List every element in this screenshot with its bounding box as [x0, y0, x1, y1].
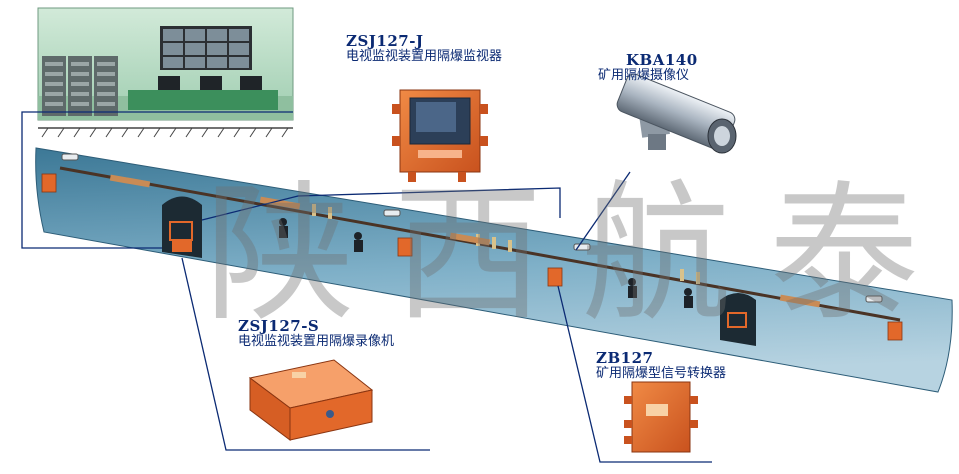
monitor-label: ZSJ127-J 电视监视装置用隔爆监视器 — [346, 32, 503, 65]
recorder-label: ZSJ127-S 电视监视装置用隔爆录像机 — [238, 317, 395, 350]
explosion-proof-recorder-icon — [248, 359, 374, 441]
mine-tunnel — [35, 147, 953, 393]
timber-supports — [109, 174, 821, 308]
leader-lines — [21, 111, 712, 463]
tunnel-doorway-left — [162, 196, 202, 258]
converter-code: ZB127 — [596, 349, 654, 367]
converter-label: ZB127 矿用隔爆型信号转换器 — [596, 349, 727, 382]
camera-label: KBA140 矿用隔爆摄像仪 — [598, 51, 698, 84]
recorder-code: ZSJ127-S — [238, 317, 320, 335]
signal-converter-icon — [624, 381, 698, 453]
camera-name: 矿用隔爆摄像仪 — [598, 68, 690, 84]
tunnel-doorway-right — [720, 293, 756, 346]
mining-camera-icon — [616, 73, 737, 154]
video-wall — [160, 26, 252, 70]
server-racks — [42, 56, 118, 116]
tunnel-junction-boxes — [41, 173, 903, 341]
recorder-name: 电视监视装置用隔爆录像机 — [238, 334, 395, 350]
explosion-proof-monitor-icon — [392, 89, 488, 182]
monitor-code: ZSJ127-J — [346, 32, 424, 50]
monitor-name: 电视监视装置用隔爆监视器 — [346, 49, 503, 65]
control-room — [37, 7, 294, 138]
converter-name: 矿用隔爆型信号转换器 — [596, 366, 727, 382]
operator-console — [128, 76, 278, 110]
miner-figures — [279, 218, 693, 308]
tunnel-cameras — [61, 153, 883, 303]
camera-code: KBA140 — [626, 51, 698, 69]
